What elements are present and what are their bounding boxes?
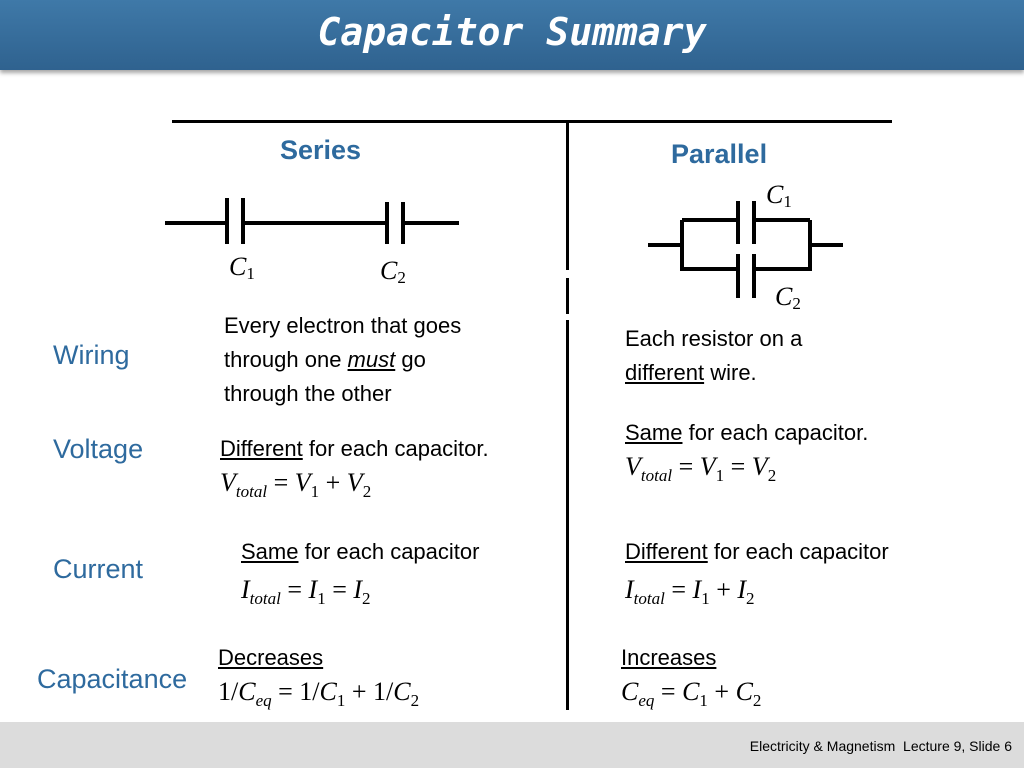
- row-label-voltage: Voltage: [53, 434, 144, 464]
- series-voltage-text: Different for each capacitor.: [220, 436, 489, 461]
- parallel-current-equation: Itotal = I1 + I2: [625, 575, 755, 608]
- series-circuit-diagram: [165, 198, 459, 244]
- footer-bar: Electricity & Magnetism Lecture 9, Slide…: [0, 722, 1024, 768]
- parallel-c1-label: C1: [766, 180, 792, 211]
- parallel-header: Parallel: [671, 139, 768, 169]
- series-wiring-text: Every electron that goes through one mus…: [224, 313, 462, 406]
- series-header: Series: [280, 135, 362, 165]
- series-voltage-equation: Vtotal = V1 + V2: [220, 468, 372, 501]
- column-divider-upper: [566, 123, 569, 270]
- series-current-text: Same for each capacitor: [241, 539, 480, 564]
- parallel-voltage-text: Same for each capacitor.: [625, 420, 869, 445]
- parallel-capacitance-equation: Ceq = C1 + C2: [621, 677, 762, 710]
- series-c2-label: C2: [380, 256, 406, 287]
- parallel-capacitance-text: Increases: [621, 645, 717, 670]
- series-capacitance-equation: 1/Ceq = 1/C1 + 1/C2: [218, 677, 420, 710]
- table-top-rule: [172, 120, 892, 123]
- row-label-current: Current: [53, 554, 144, 584]
- title-bar: Capacitor Summary: [0, 0, 1024, 70]
- series-capacitance-text: Decreases: [218, 645, 324, 670]
- column-divider-lower: [566, 320, 569, 710]
- parallel-wiring-text: Each resistor on a different wire.: [625, 326, 803, 385]
- column-divider-middle: [566, 278, 569, 314]
- series-c1-label: C1: [229, 252, 255, 283]
- row-label-capacitance: Capacitance: [37, 664, 188, 694]
- parallel-voltage-equation: Vtotal = V1 = V2: [625, 452, 777, 485]
- slide-title: Capacitor Summary: [317, 10, 707, 54]
- row-label-wiring: Wiring: [53, 340, 130, 370]
- footer-slide-info: Electricity & Magnetism Lecture 9, Slide…: [749, 738, 1012, 754]
- parallel-current-text: Different for each capacitor: [625, 539, 889, 564]
- parallel-c2-label: C2: [775, 282, 801, 313]
- series-current-equation: Itotal = I1 = I2: [241, 575, 371, 608]
- parallel-circuit-diagram: [648, 201, 843, 298]
